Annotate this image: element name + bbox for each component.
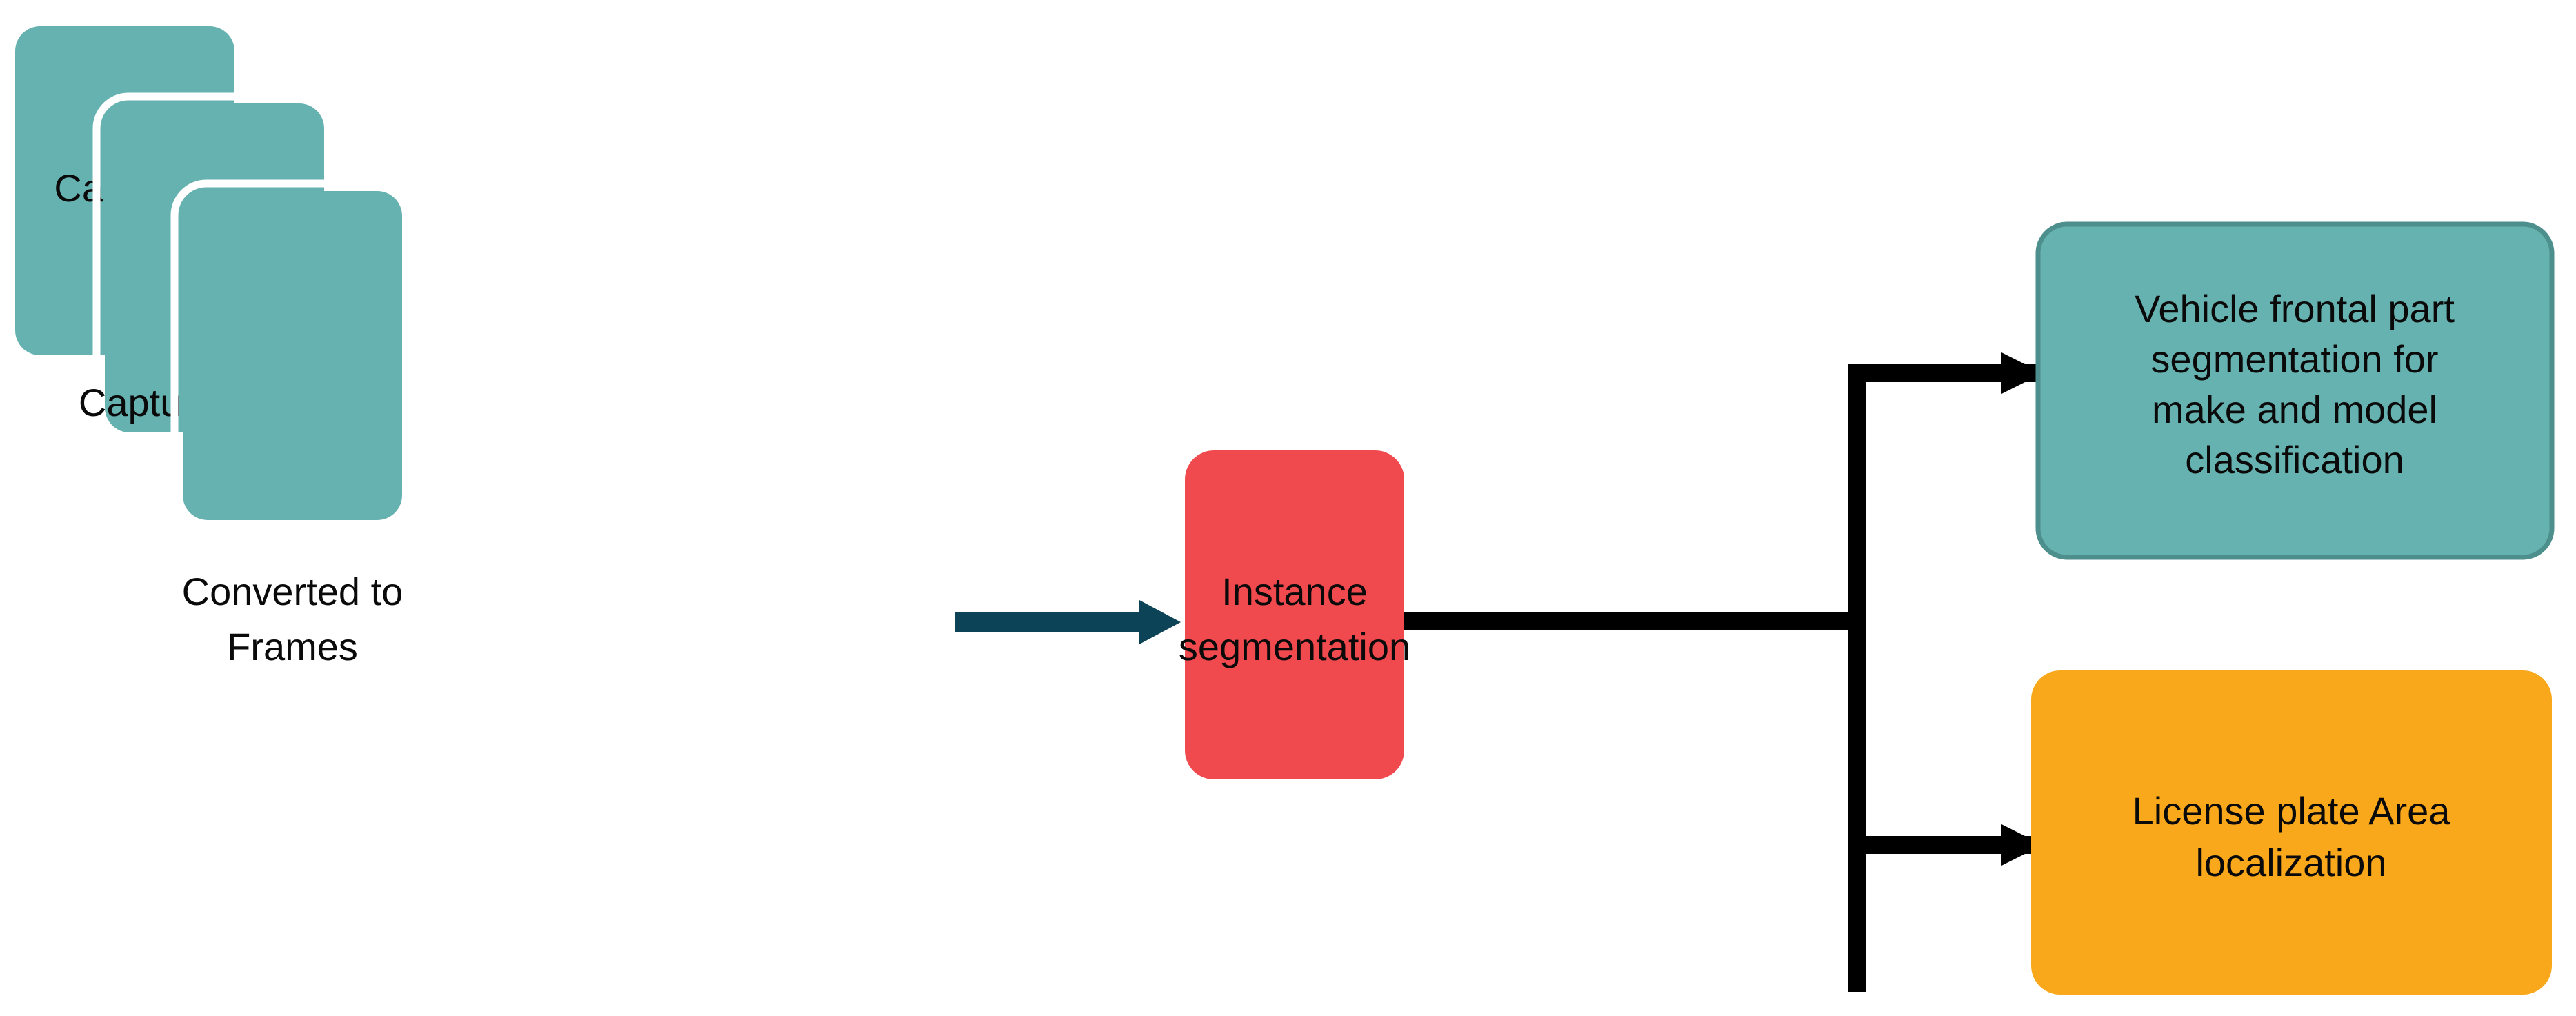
node-license-plate-area-localization[interactable]: License plate Area localization [2031, 670, 2552, 995]
node-converted-to-frames[interactable]: Converted to Frames [182, 191, 403, 668]
connector-instance-to-vehicle [1848, 352, 2045, 394]
node-vehicle-frontal-part-segmentation[interactable]: Vehicle frontal part segmentation for ma… [2035, 221, 2555, 560]
frames-to-instance-arrowhead [1139, 600, 1181, 644]
node-instance-segmentation[interactable]: Instance segmentation [1179, 450, 1410, 779]
converted-to-frames-label-line2: Frames [227, 625, 358, 668]
connector-frames-to-instance [955, 600, 1181, 644]
license-branch-arrowhead [2001, 824, 2043, 866]
source-card-stack: Camera Captured Video Converted to Frame… [15, 26, 415, 668]
converted-to-frames-card-shape [183, 191, 402, 520]
converted-to-frames-label-line1: Converted to [182, 570, 403, 613]
vehicle-frontal-card-shape [2035, 221, 2555, 560]
card-separator-2 [170, 179, 415, 532]
frames-to-instance-shaft [955, 612, 1148, 632]
instance-segmentation-card-shape [1185, 450, 1404, 779]
branch-spine [1848, 364, 1866, 992]
vehicle-branch-arrowhead [2001, 352, 2043, 394]
connector-branch [1404, 352, 2045, 992]
connector-instance-to-license [1848, 824, 2045, 866]
branch-stem [1404, 612, 1866, 630]
license-plate-card-shape [2031, 670, 2552, 995]
